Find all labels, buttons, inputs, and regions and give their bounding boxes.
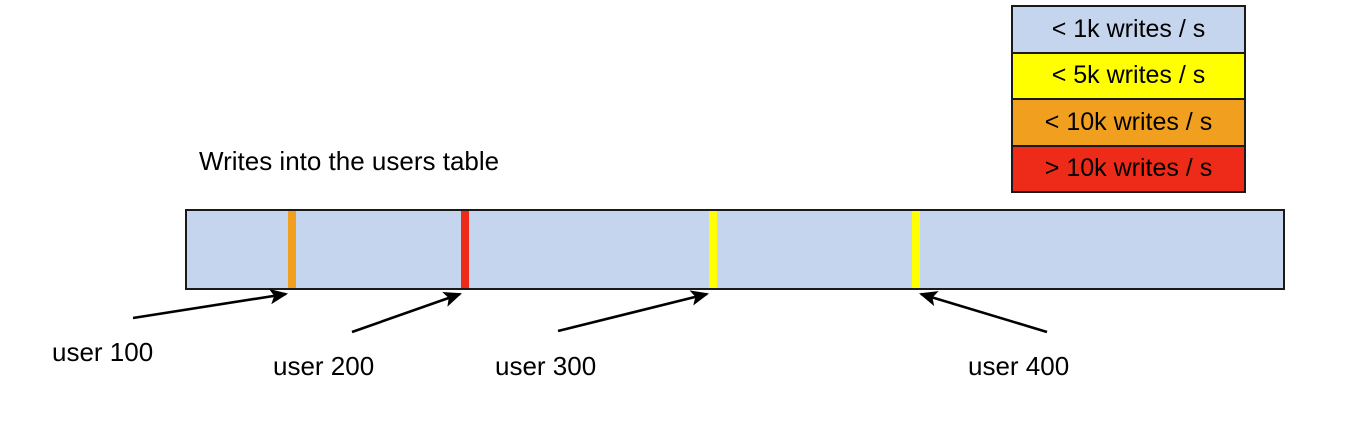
chart-title: Writes into the users table	[199, 146, 500, 176]
legend-label-lt-5k: < 5k writes / s	[1051, 61, 1206, 90]
users-table-bar	[185, 209, 1285, 290]
user-400-arrow	[919, 291, 1048, 334]
user-100-marker	[288, 211, 296, 288]
user-200-marker	[461, 211, 469, 288]
legend-label-gt-10k: > 10k writes / s	[1044, 154, 1213, 183]
legend-label-lt-1k: < 1k writes / s	[1051, 14, 1206, 43]
legend: < 1k writes / s < 5k writes / s < 10k wr…	[1011, 5, 1246, 193]
legend-row-lt-1k: < 1k writes / s	[1013, 7, 1244, 54]
user-200-label: user 200	[273, 351, 375, 381]
user-400-label: user 400	[968, 351, 1070, 381]
user-300-label: user 300	[495, 351, 597, 381]
user-300-arrow	[557, 290, 710, 333]
legend-label-lt-10k: < 10k writes / s	[1044, 107, 1213, 136]
user-100-label: user 100	[52, 337, 154, 367]
legend-row-lt-5k: < 5k writes / s	[1013, 53, 1244, 100]
legend-row-gt-10k: > 10k writes / s	[1013, 146, 1244, 191]
user-200-arrow	[351, 291, 462, 334]
user-100-arrow	[132, 288, 289, 320]
user-400-marker	[912, 211, 920, 288]
user-300-marker	[709, 211, 717, 288]
legend-row-lt-10k: < 10k writes / s	[1013, 100, 1244, 147]
